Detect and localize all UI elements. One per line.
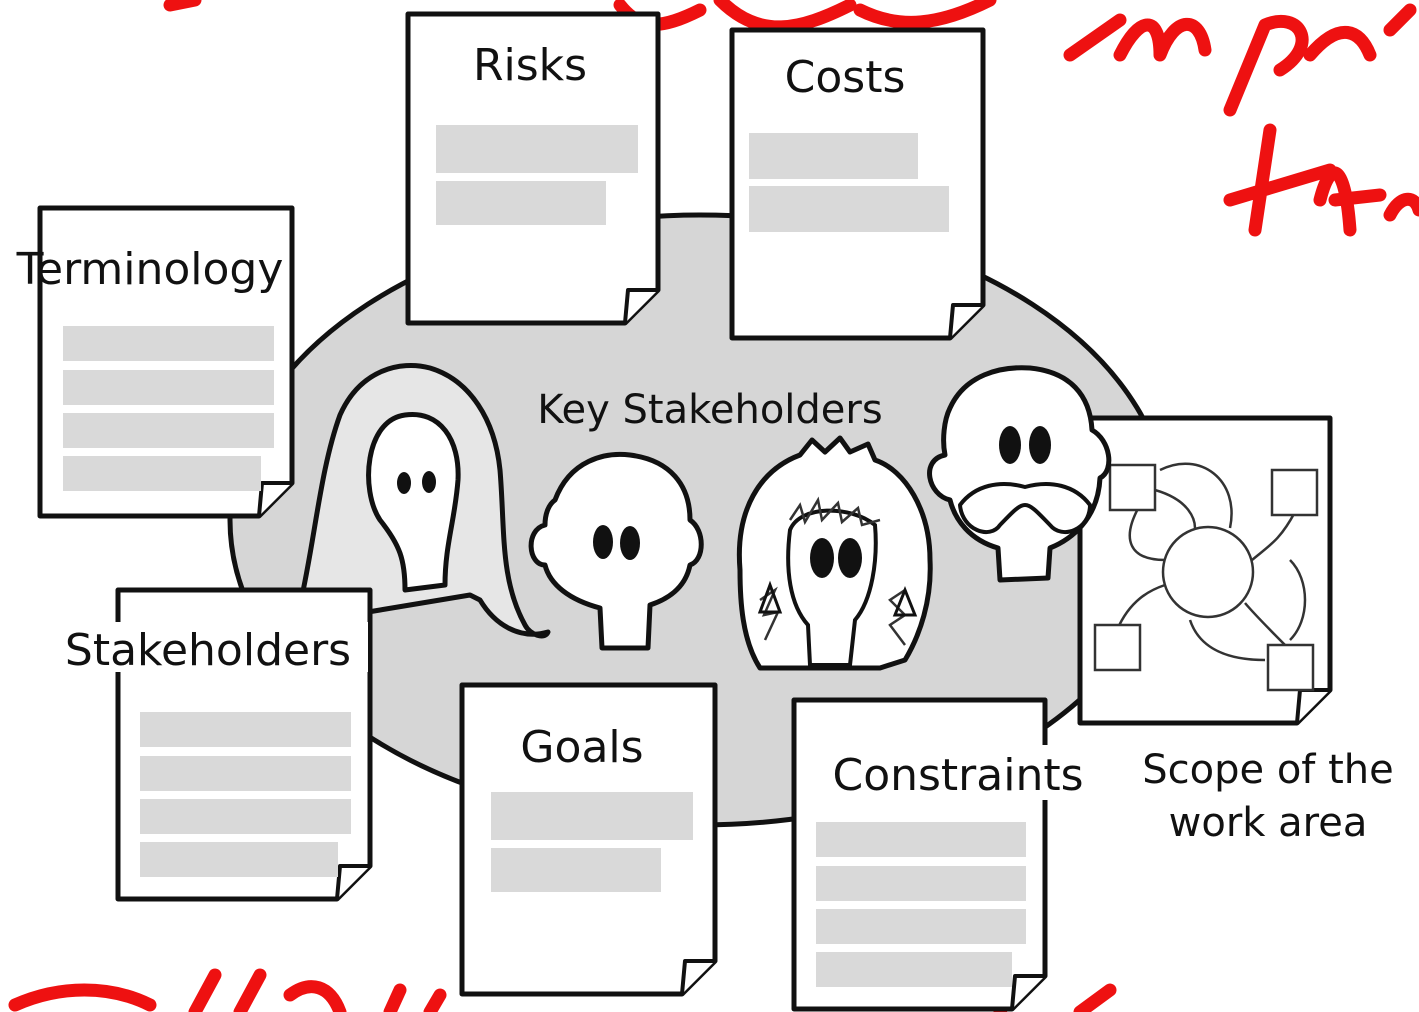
stakeholders-title: Stakeholders [65,625,351,676]
risks-document: Risks [405,11,661,326]
stakeholders-document: Stakeholders [50,587,373,902]
stakeholder-mustache-person [927,365,1112,583]
goals-document: Goals [459,682,718,997]
risks-title: Risks [473,40,587,91]
stakeholder-woman-long-hair [297,363,551,639]
terminology-document: Terminology [16,205,295,519]
costs-document: Costs [729,27,986,341]
scope-context-diagram [1077,415,1333,726]
key-stakeholders-label: Key Stakeholders [537,387,882,433]
terminology-title: Terminology [16,244,284,295]
stakeholder-fuzzy-hair-person [736,435,933,671]
scope-caption-line-2: work area [1169,800,1368,846]
constraints-document: Constraints [791,697,1102,1012]
scope-caption-line-1: Scope of the [1142,747,1393,793]
constraints-title: Constraints [832,750,1083,801]
goals-title: Goals [520,722,643,773]
stakeholder-bald-person [528,451,704,651]
costs-title: Costs [785,52,906,103]
context-process-circle [1161,525,1255,619]
